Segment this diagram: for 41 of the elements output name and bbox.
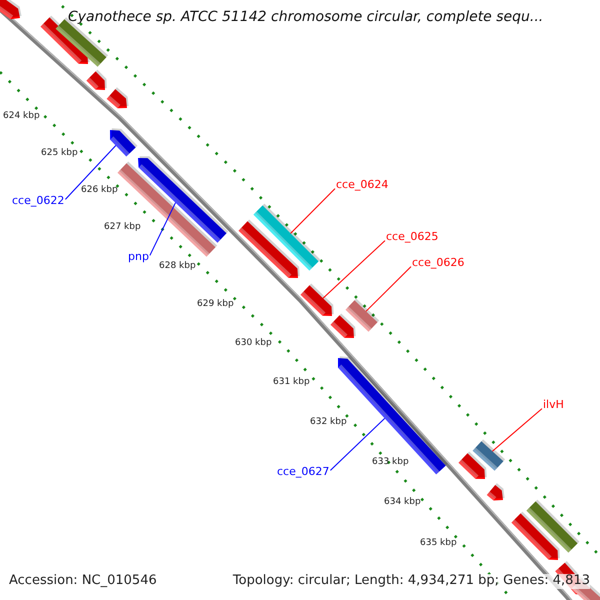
tick-label: 629 kbp: [197, 299, 234, 310]
tick-label: 631 kbp: [273, 377, 310, 388]
tick-label: 628 kbp: [159, 261, 196, 272]
leader-line: [322, 240, 386, 299]
gene-label: cce_0625: [386, 231, 438, 244]
gene-block: [86, 70, 107, 90]
tick-label: 635 kbp: [420, 538, 457, 548]
tick-label: 625 kbp: [41, 148, 78, 158]
tick-label: 633 kbp: [372, 457, 409, 468]
gene-label: cce_0626: [412, 257, 464, 270]
tick-label: 632 kbp: [310, 417, 347, 428]
gene-block: [526, 500, 580, 553]
tick-label: 624 kbp: [3, 111, 40, 122]
leader-line: [492, 408, 542, 452]
leader-line: [290, 188, 336, 234]
gene-block: [238, 220, 300, 278]
tick-label: 626 kbp: [81, 185, 118, 196]
gene-block: [458, 452, 487, 479]
gene-block: [106, 87, 129, 108]
gene-block: [300, 284, 334, 316]
gene-block: [472, 439, 506, 471]
gene-label: cce_0627: [277, 466, 330, 479]
tick-label: 634 kbp: [384, 497, 421, 508]
gene-block: [110, 128, 138, 156]
leader-line: [64, 145, 116, 200]
map-title: Cyanothece sp. ATCC 51142 chromosome circular, complete sequ...: [68, 9, 544, 26]
gene-block: [486, 483, 505, 500]
gene-label: cce_0622: [12, 195, 64, 208]
tick-label: 627 kbp: [104, 222, 141, 232]
gene-block: [330, 314, 356, 338]
tick-label: 630 kbp: [235, 338, 272, 348]
leader-line: [366, 266, 412, 312]
gene-block: [253, 204, 320, 271]
gene-label: pnp: [128, 251, 149, 264]
leader-line: [330, 418, 386, 471]
gene-block: [0, 0, 22, 20]
gene-label: cce_0624: [336, 179, 388, 192]
gene-label: ilvH: [543, 399, 564, 412]
accession-text: Accession: NC_010546: [9, 574, 157, 589]
gene-block: [511, 512, 560, 560]
leader-line: [149, 202, 176, 256]
